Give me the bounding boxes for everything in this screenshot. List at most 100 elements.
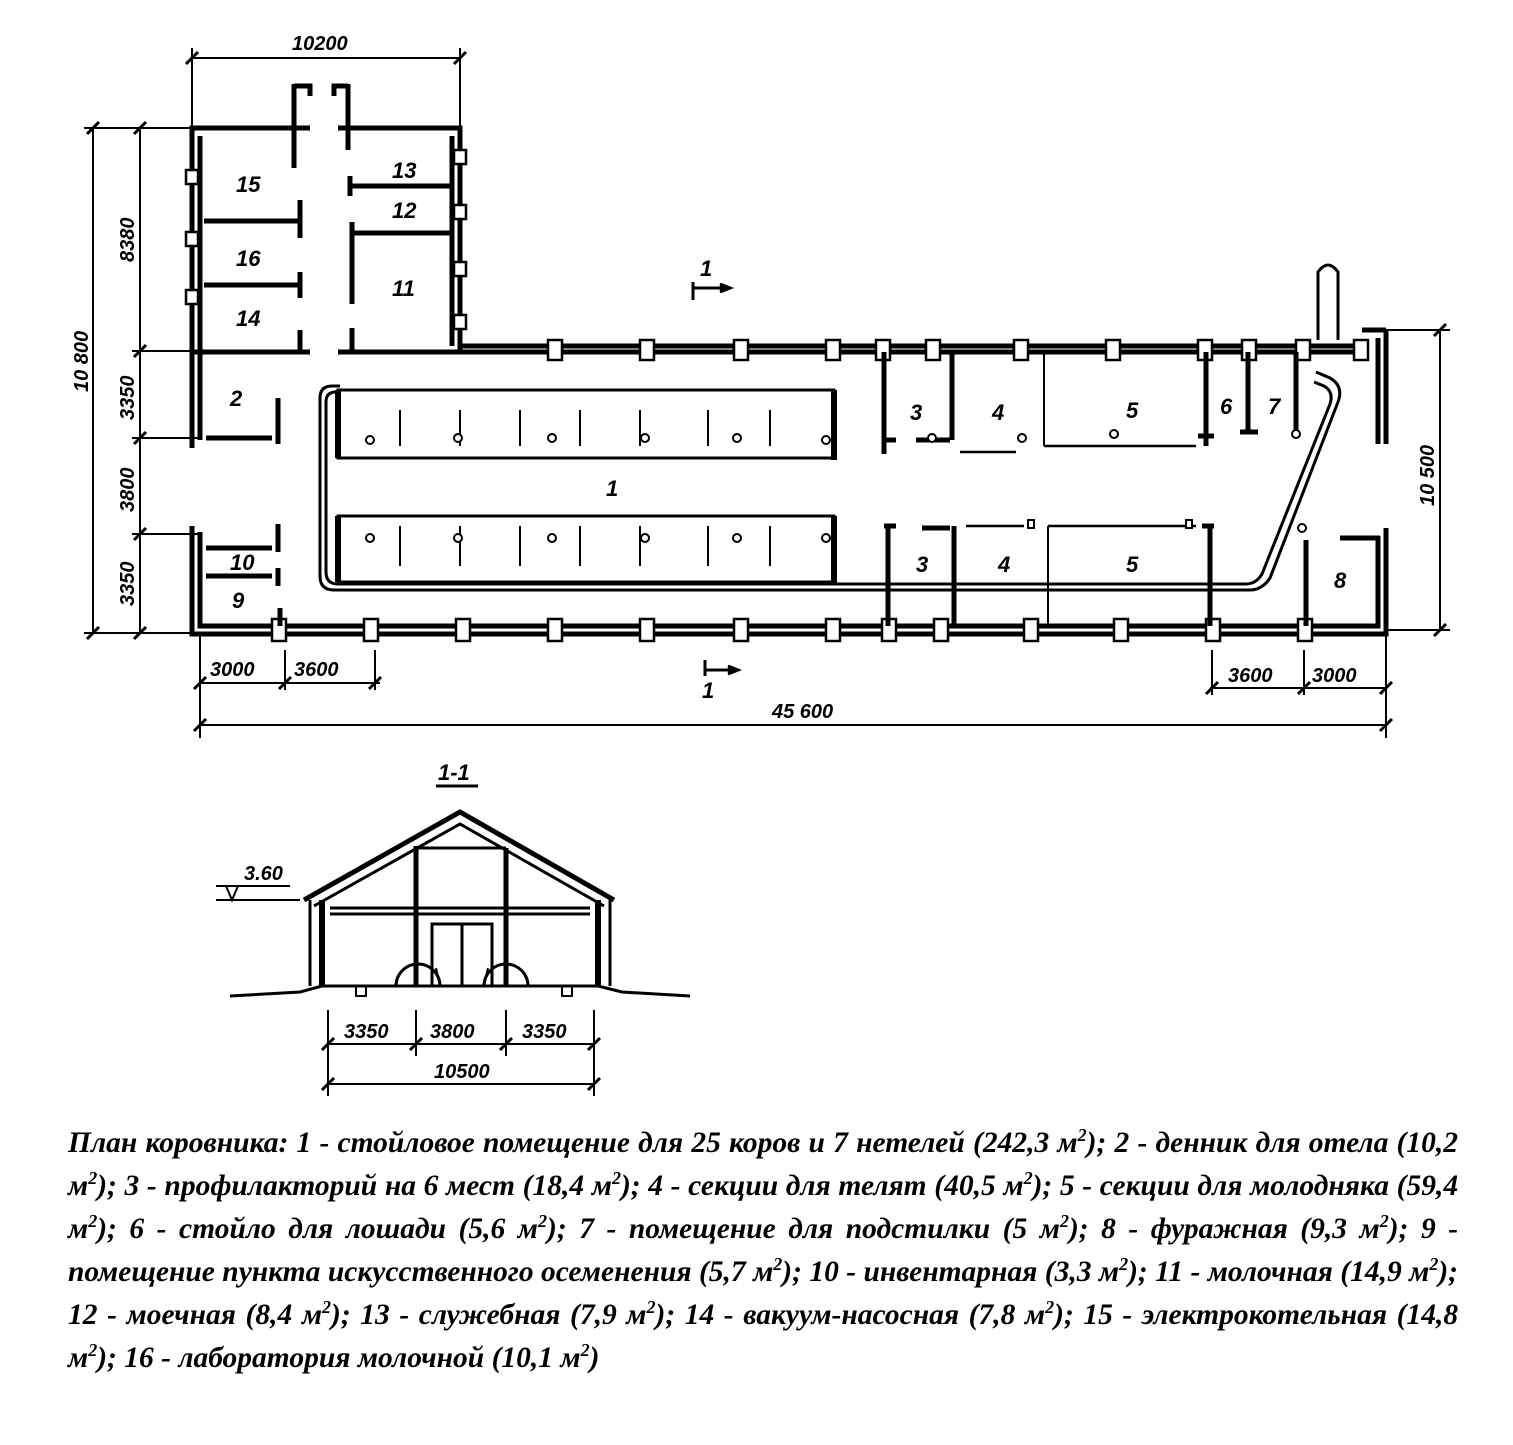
room-label-7: 7 (1268, 394, 1282, 419)
caption-item-area: 14,8 (1406, 1299, 1459, 1331)
section-mark-top: 1 (700, 256, 712, 281)
caption-item-unit-power: 2 (1119, 1254, 1129, 1275)
manure-channel (318, 370, 1342, 592)
room-label-1: 1 (606, 476, 618, 501)
caption-item-area: 10,1 (501, 1342, 554, 1374)
caption-item-number: 16 (124, 1342, 154, 1374)
cross-section (216, 784, 691, 1096)
caption-items: 1 - стойловое помещение для 25 коров и 7… (68, 1125, 1459, 1374)
caption-item: 6 - стойло для лошади (5,6 м2); (129, 1211, 580, 1245)
caption-item-text: лаборатория молочной (178, 1342, 485, 1374)
caption-item-text: секции для молодняка (1099, 1170, 1389, 1202)
caption-item-unit-power: 2 (88, 1211, 98, 1232)
caption-item-unit: м (68, 1213, 89, 1245)
room-label-5-bottom: 5 (1126, 552, 1139, 577)
caption-item-text: фуражная (1150, 1213, 1288, 1245)
room-label-11: 11 (392, 276, 415, 301)
caption-item-area: 3,3 (1054, 1256, 1092, 1288)
caption-item-number: 15 (1083, 1299, 1113, 1331)
caption-item-text: моечная (126, 1299, 236, 1331)
dim-left-lower-label: 3350 (117, 562, 139, 607)
caption-item: 14 - вакуум-насосная (7,8 м2); (684, 1297, 1084, 1331)
caption-item-area: 18,4 (532, 1170, 585, 1202)
caption-item-number: 2 (1114, 1127, 1130, 1159)
caption-item-unit: м (1359, 1213, 1380, 1245)
dim-left-upper-label: 8380 (117, 218, 139, 263)
caption-item-unit: м (1409, 1256, 1430, 1288)
caption-item: 4 - секции для телят (40,5 м2); (648, 1168, 1060, 1202)
room-label-14: 14 (236, 306, 260, 331)
caption-item-unit: м (626, 1299, 647, 1331)
floor-plan (84, 48, 1450, 738)
caption-item: 7 - помещение для подстилки (5 м2); (579, 1211, 1102, 1245)
caption-item-number: 10 (809, 1256, 839, 1288)
caption-item: 10 - инвентарная (3,3 м2); (809, 1254, 1156, 1288)
section-height-mark-label: 3.60 (244, 863, 283, 885)
caption-item-number: 6 (129, 1213, 145, 1245)
caption-item-number: 11 (1155, 1256, 1184, 1288)
caption-item-unit: м (1003, 1170, 1024, 1202)
dim-left-mid-label: 3800 (117, 468, 139, 513)
room-label-9: 9 (232, 588, 245, 613)
section-dim-b-label: 3800 (430, 1021, 475, 1043)
dim-left-chain (84, 120, 200, 641)
caption-item-area: 59,4 (1406, 1170, 1459, 1202)
caption-item-text: инвентарная (863, 1256, 1038, 1288)
room-label-10: 10 (230, 550, 255, 575)
section-title: 1-1 (438, 760, 470, 785)
room-label-4-top: 4 (991, 400, 1004, 425)
ground-line (229, 984, 691, 998)
caption-item-text: служебная (418, 1299, 561, 1331)
caption-item-unit-power: 2 (88, 1340, 98, 1361)
caption-item-unit: м (1098, 1256, 1120, 1288)
caption-item-number: 1 (296, 1127, 312, 1159)
caption-item-area: 7,8 (978, 1299, 1016, 1331)
caption-item-text: стойловое помещение для 25 коров и 7 нет… (337, 1127, 965, 1159)
caption-item-unit: м (560, 1342, 581, 1374)
room-label-6: 6 (1220, 394, 1233, 419)
caption-item-number: 12 (68, 1299, 98, 1331)
room-label-13: 13 (392, 158, 416, 183)
caption-item-unit: м (517, 1213, 539, 1245)
caption-item-text: вакуум-насосная (743, 1299, 960, 1331)
silo-duct (1316, 263, 1340, 340)
caption-item-area: 8,4 (255, 1299, 293, 1331)
caption-item-number: 14 (684, 1299, 715, 1331)
caption-item: 12 - моечная (8,4 м2); (68, 1297, 361, 1331)
caption-item: 11 - молочная (14,9 м2); (1155, 1254, 1459, 1288)
caption-item-number: 13 (360, 1299, 390, 1331)
room-label-3-bottom: 3 (916, 552, 928, 577)
caption-item-area: 10,2 (1406, 1127, 1458, 1159)
caption-item-area: 40,5 (944, 1170, 996, 1202)
caption-item-text: молочная (1207, 1256, 1333, 1288)
caption-item: 8 - фуражная (9,3 м2); (1101, 1211, 1421, 1245)
caption-item-area: 5 (1012, 1213, 1028, 1245)
caption-item-area: 5,6 (468, 1213, 506, 1245)
caption-item-number: 5 (1059, 1170, 1075, 1202)
room-label-15: 15 (236, 172, 261, 197)
section-labels: 1-1 3.60 3350 3800 3350 10500 (244, 760, 567, 1083)
caption-item-area: 242,3 (982, 1127, 1050, 1159)
caption-item-number: 3 (124, 1170, 140, 1202)
caption-item-unit: м (753, 1256, 774, 1288)
caption-item: 1 - стойловое помещение для 25 коров и 7… (296, 1125, 1115, 1159)
caption-item-unit: м (301, 1299, 323, 1331)
caption-item-unit: м (1039, 1213, 1060, 1245)
dim-right-height (1385, 322, 1450, 638)
caption-item-unit: м (591, 1170, 612, 1202)
caption-item-unit-power: 2 (322, 1297, 332, 1318)
caption-item: 9 - помещение пункта искусственного осем… (68, 1213, 1459, 1288)
caption-item-text: секции для телят (688, 1170, 927, 1202)
caption-item-unit-power: 2 (538, 1211, 548, 1232)
section-cut-markers (691, 282, 743, 676)
dim-top-width-label: 10200 (292, 33, 348, 55)
caption-item: 15 - электрокотельная (14,8 м2); (68, 1299, 1459, 1374)
caption-lead: План коровника: (68, 1127, 289, 1159)
stall-rows (335, 388, 837, 584)
caption-item: 3 - профилакторий на 6 мест (18,4 м2); (124, 1168, 649, 1202)
frame (330, 846, 590, 988)
room-label-12: 12 (392, 198, 417, 223)
caption-item-text: помещение пункта искусственного осеменен… (68, 1256, 692, 1288)
caption-item-unit: м (68, 1170, 89, 1202)
caption-item-text: помещение для подстилки (628, 1213, 991, 1245)
